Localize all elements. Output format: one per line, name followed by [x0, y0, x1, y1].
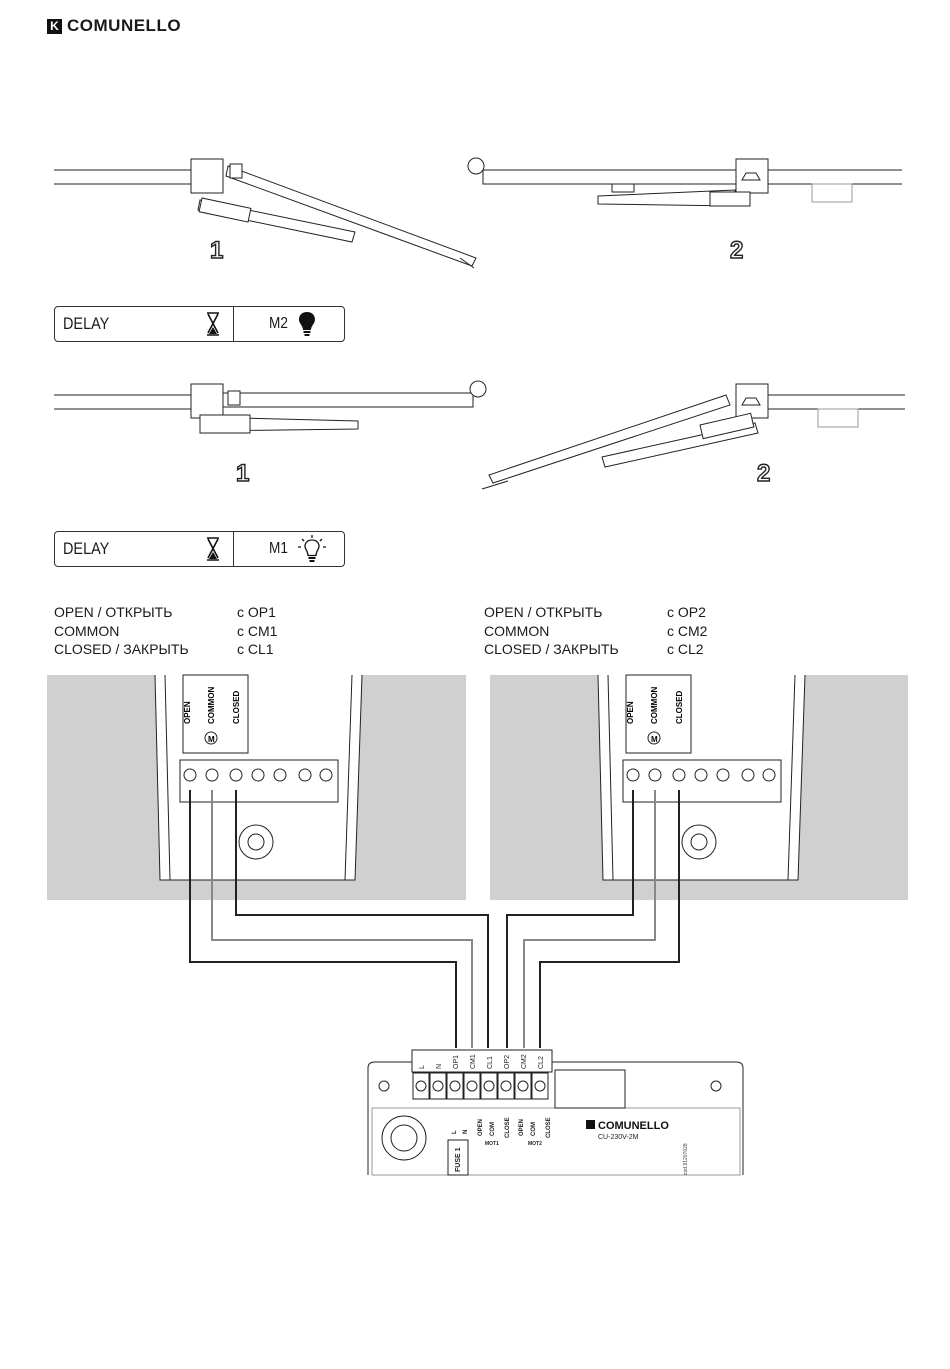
brand-logo: K COMUNELLO — [47, 16, 181, 36]
motor-symbol-right — [647, 731, 661, 745]
position-label-2: 2 — [730, 237, 743, 264]
motor-label: M1 — [269, 540, 288, 557]
svg-text:CL1: CL1 — [487, 1056, 494, 1069]
wires-left — [189, 790, 489, 1048]
terminal-cm1: c CM1 — [237, 622, 278, 639]
hourglass-icon — [207, 312, 219, 336]
svg-text:CM2: CM2 — [521, 1054, 528, 1069]
svg-text:OPEN: OPEN — [478, 1119, 484, 1136]
motor-letter-right: M — [651, 735, 658, 744]
terminal-cl1: c CL1 — [237, 641, 274, 657]
svg-text:CM1: CM1 — [470, 1054, 477, 1069]
signal-closed: CLOSED / ЗАКРЫТЬ — [484, 641, 619, 657]
signal-open: OPEN / ОТКРЫТЬ — [484, 604, 603, 620]
terminal-op2: c OP2 — [667, 604, 706, 620]
lightbulb-filled-icon — [299, 312, 315, 336]
delay-label: DELAY — [63, 314, 110, 333]
motor-label: M2 — [269, 315, 288, 332]
brand-mark: K — [47, 18, 62, 34]
fuse-label: FUSE 1 — [455, 1147, 462, 1172]
svg-text:CL2: CL2 — [538, 1056, 545, 1069]
svg-text:OP2: OP2 — [504, 1055, 511, 1069]
svg-text:N: N — [463, 1130, 469, 1134]
label-common-left: COMMON — [207, 686, 216, 724]
svg-text:COM: COM — [490, 1122, 496, 1136]
lightbulb-outline-icon — [298, 535, 326, 562]
svg-text:OP1: OP1 — [453, 1055, 460, 1069]
delay-box-m2: DELAY M2 — [54, 306, 345, 342]
cu-brand-name: COMUNELLO — [598, 1120, 669, 1132]
hourglass-icon — [207, 537, 219, 561]
position-label-1-bottom: 1 — [236, 460, 249, 487]
delay-label: DELAY — [63, 539, 110, 558]
svg-text:CLOSE: CLOSE — [546, 1117, 552, 1138]
motor-letter-left: M — [208, 735, 215, 744]
svg-text:MOT1: MOT1 — [485, 1141, 499, 1147]
svg-text:MOT2: MOT2 — [528, 1141, 542, 1147]
gate-diagram-bottom: 1 2 — [54, 380, 905, 490]
signal-open: OPEN / ОТКРЫТЬ — [54, 604, 173, 620]
signal-common: COMMON — [484, 622, 550, 639]
wires-right — [506, 790, 680, 1048]
cu-code: cod.91207028 — [683, 1143, 689, 1175]
label-closed-left: CLOSED — [232, 690, 241, 724]
terminal-op1: c OP1 — [237, 604, 276, 620]
cu-brand-mark — [586, 1120, 595, 1129]
svg-text:OPEN: OPEN — [519, 1119, 525, 1136]
label-common-right: COMMON — [650, 686, 659, 724]
position-label-1: 1 — [210, 237, 223, 264]
svg-text:L: L — [452, 1130, 458, 1134]
cu-model: CU-230V-2M — [598, 1134, 639, 1141]
delay-box-m1: DELAY M1 — [54, 531, 345, 567]
svg-text:N: N — [436, 1064, 443, 1069]
terminal-labels-top: L N OP1 CM1 CL1 OP2 CM2 CL2 — [419, 1054, 545, 1069]
brand-name: COMUNELLO — [67, 16, 182, 35]
motor-symbol-left — [204, 731, 218, 745]
signal-common: COMMON — [54, 622, 120, 639]
label-open-left: OPEN — [183, 701, 192, 724]
svg-text:L: L — [419, 1065, 426, 1069]
svg-text:CLOSE: CLOSE — [505, 1117, 511, 1138]
motor-housing-left — [154, 674, 363, 881]
terminal-cl2: c CL2 — [667, 641, 704, 657]
control-unit — [367, 1049, 744, 1176]
terminal-cm2: c CM2 — [667, 622, 708, 639]
label-closed-right: CLOSED — [675, 690, 684, 724]
position-label-2-bottom: 2 — [757, 460, 770, 487]
label-open-right: OPEN — [626, 701, 635, 724]
gate-diagram-top: 1 2 — [54, 157, 902, 269]
signal-closed: CLOSED / ЗАКРЫТЬ — [54, 641, 189, 657]
pcb-labels: L N OPEN COM CLOSE OPEN COM CLOSE MOT1 M… — [452, 1117, 552, 1172]
wiring-table-left: OPEN / ОТКРЫТЬ c OP1 COMMON c CM1 CLOSED /… — [54, 603, 277, 659]
wiring-table-right: OPEN / ОТКРЫТЬ c OP2 COMMON c CM2 CLOSED /… — [484, 603, 707, 659]
svg-text:COM: COM — [531, 1122, 537, 1136]
